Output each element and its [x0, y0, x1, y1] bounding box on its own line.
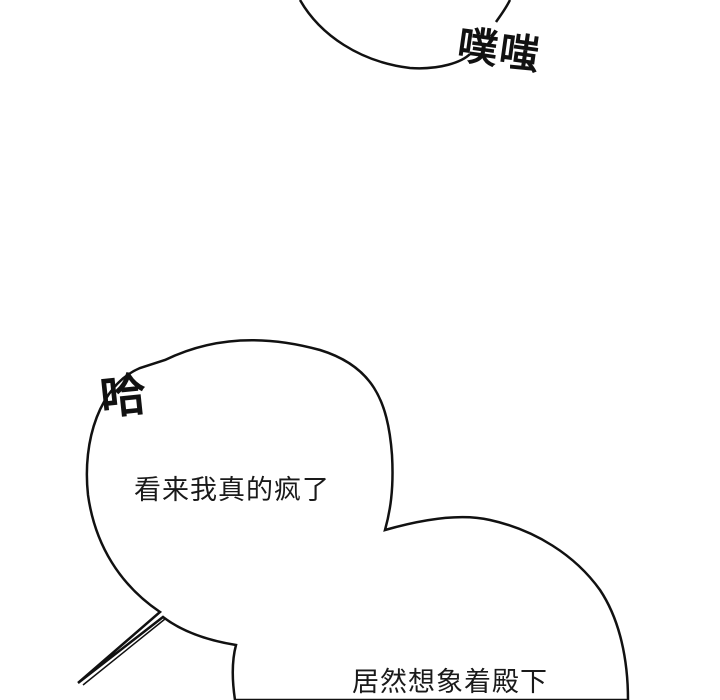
- sfx-ha: 哈: [97, 366, 150, 426]
- top-bubble-outline: [298, 0, 471, 70]
- bubble-2-text: 居然想象着殿下: [352, 667, 548, 698]
- bubble-1-outline: [77, 339, 630, 700]
- sfx-puchi: 噗嗤: [454, 22, 545, 80]
- top-bubble-outline-right: [494, 0, 512, 23]
- bubble-tail: [82, 618, 166, 686]
- bubble-1-text: 看来我真的疯了: [134, 475, 330, 506]
